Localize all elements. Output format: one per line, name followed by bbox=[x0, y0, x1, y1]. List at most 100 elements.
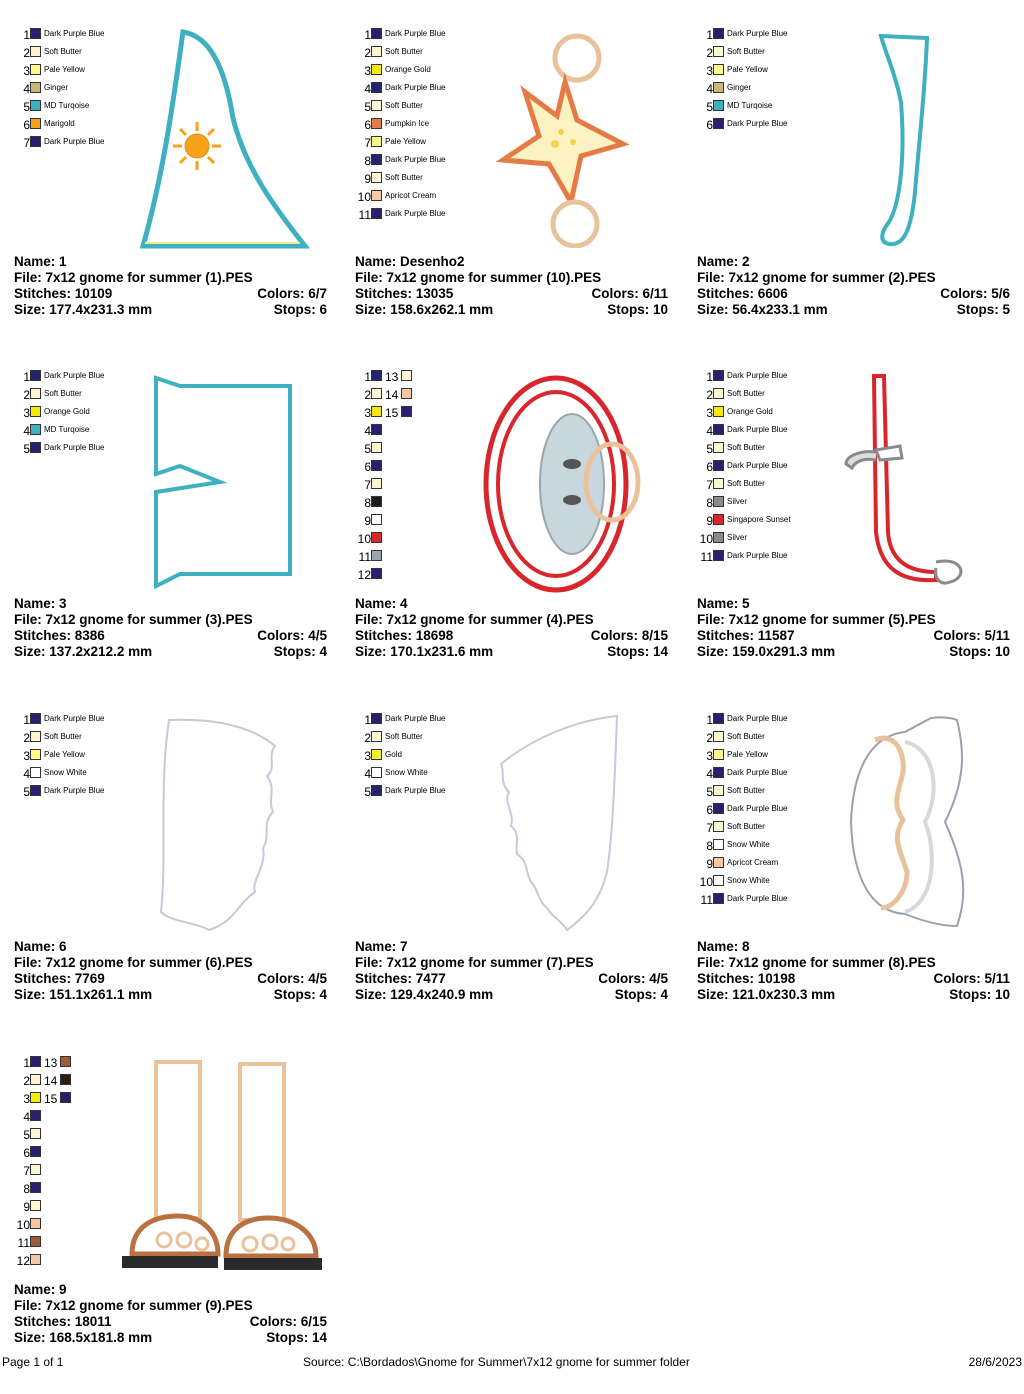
color-swatch bbox=[371, 172, 382, 183]
legend-number: 6 bbox=[23, 118, 30, 132]
color-swatch bbox=[30, 1254, 41, 1265]
color-swatch bbox=[371, 424, 382, 435]
design-size: Size: 151.1x261.1 mm bbox=[14, 987, 153, 1002]
color-name: Dark Purple Blue bbox=[727, 371, 788, 380]
legend-number: 5 bbox=[364, 785, 371, 799]
design-stops: Stops: 4 bbox=[614, 987, 668, 1002]
color-swatch bbox=[30, 1128, 41, 1139]
legend-number: 2 bbox=[23, 1074, 30, 1088]
color-swatch bbox=[713, 821, 724, 832]
color-swatch bbox=[30, 424, 41, 435]
legend-number: 7 bbox=[364, 136, 371, 150]
legend-number: 1 bbox=[23, 1056, 30, 1070]
color-name: Soft Butter bbox=[44, 47, 82, 56]
color-name: Dark Purple Blue bbox=[44, 714, 105, 723]
color-name: Dark Purple Blue bbox=[385, 155, 446, 164]
color-swatch bbox=[60, 1074, 71, 1085]
color-swatch bbox=[30, 785, 41, 796]
color-name: Soft Butter bbox=[727, 786, 765, 795]
legend-number: 3 bbox=[23, 406, 30, 420]
color-name: Dark Purple Blue bbox=[44, 137, 105, 146]
design-colors: Colors: 5/11 bbox=[933, 971, 1010, 986]
design-file: File: 7x12 gnome for summer (8).PES bbox=[697, 955, 936, 970]
design-stitches: Stitches: 10198 bbox=[697, 971, 796, 986]
legend-row: 9 bbox=[14, 1198, 154, 1216]
color-swatch bbox=[30, 64, 41, 75]
color-name: Soft Butter bbox=[727, 47, 765, 56]
color-swatch bbox=[30, 713, 41, 724]
info-line: File: 7x12 gnome for summer (8).PES bbox=[697, 955, 1010, 971]
color-name: Dark Purple Blue bbox=[727, 714, 788, 723]
legend-number: 15 bbox=[385, 406, 399, 420]
color-name: Dark Purple Blue bbox=[44, 371, 105, 380]
color-swatch bbox=[30, 767, 41, 778]
color-swatch bbox=[30, 442, 41, 453]
info-line: Name: 5 bbox=[697, 596, 1010, 612]
info-line: File: 7x12 gnome for summer (5).PES bbox=[697, 612, 1010, 628]
design-6-fishing-rod-image bbox=[844, 374, 963, 585]
color-name: Dark Purple Blue bbox=[385, 29, 446, 38]
color-swatch bbox=[401, 370, 412, 381]
legend-row: 2 bbox=[14, 1072, 154, 1090]
color-name: Dark Purple Blue bbox=[727, 894, 788, 903]
legend-number: 3 bbox=[364, 64, 371, 78]
design-file: File: 7x12 gnome for summer (10).PES bbox=[355, 270, 602, 285]
design-stitches: Stitches: 10109 bbox=[14, 286, 113, 301]
legend-number: 6 bbox=[364, 118, 371, 132]
legend-number: 2 bbox=[364, 731, 371, 745]
legend-row: 1 bbox=[355, 368, 495, 386]
color-swatch bbox=[30, 100, 41, 111]
design-colors: Colors: 6/15 bbox=[249, 1314, 327, 1329]
design-stops: Stops: 10 bbox=[949, 987, 1010, 1002]
color-swatch bbox=[713, 857, 724, 868]
legend-row: 12 bbox=[355, 566, 495, 584]
color-swatch bbox=[30, 1110, 41, 1121]
color-name: Pumpkin Ice bbox=[385, 119, 430, 128]
design-stitches: Stitches: 7769 bbox=[14, 971, 105, 986]
legend-number: 4 bbox=[364, 424, 371, 438]
design-stops: Stops: 14 bbox=[607, 644, 668, 659]
color-swatch bbox=[371, 406, 382, 417]
info-line: Name: 6 bbox=[14, 939, 327, 955]
design-2-starfish-image bbox=[495, 33, 630, 248]
design-size: Size: 121.0x230.3 mm bbox=[697, 987, 836, 1002]
design-stitches: Stitches: 18011 bbox=[14, 1314, 112, 1329]
color-swatch bbox=[371, 496, 382, 507]
color-swatch bbox=[371, 749, 382, 760]
legend-number: 6 bbox=[706, 803, 713, 817]
legend-row: 11 bbox=[14, 1234, 154, 1252]
color-swatch bbox=[371, 208, 382, 219]
color-name: Soft Butter bbox=[727, 443, 765, 452]
color-swatch bbox=[30, 1164, 41, 1175]
color-swatch bbox=[713, 731, 724, 742]
legend-row: 3 bbox=[355, 404, 495, 422]
color-name: Pale Yellow bbox=[727, 750, 768, 759]
design-stitches: Stitches: 11587 bbox=[697, 628, 795, 643]
color-swatch bbox=[30, 1182, 41, 1193]
legend-number: 2 bbox=[706, 46, 713, 60]
design-8-beard-right-image bbox=[499, 714, 619, 932]
legend-number: 9 bbox=[23, 1200, 30, 1214]
color-name: Orange Gold bbox=[44, 407, 90, 416]
legend-number: 10 bbox=[357, 532, 371, 546]
color-name: Dark Purple Blue bbox=[727, 804, 788, 813]
color-name: Soft Butter bbox=[727, 822, 765, 831]
design-size: Size: 56.4x233.1 mm bbox=[697, 302, 828, 317]
